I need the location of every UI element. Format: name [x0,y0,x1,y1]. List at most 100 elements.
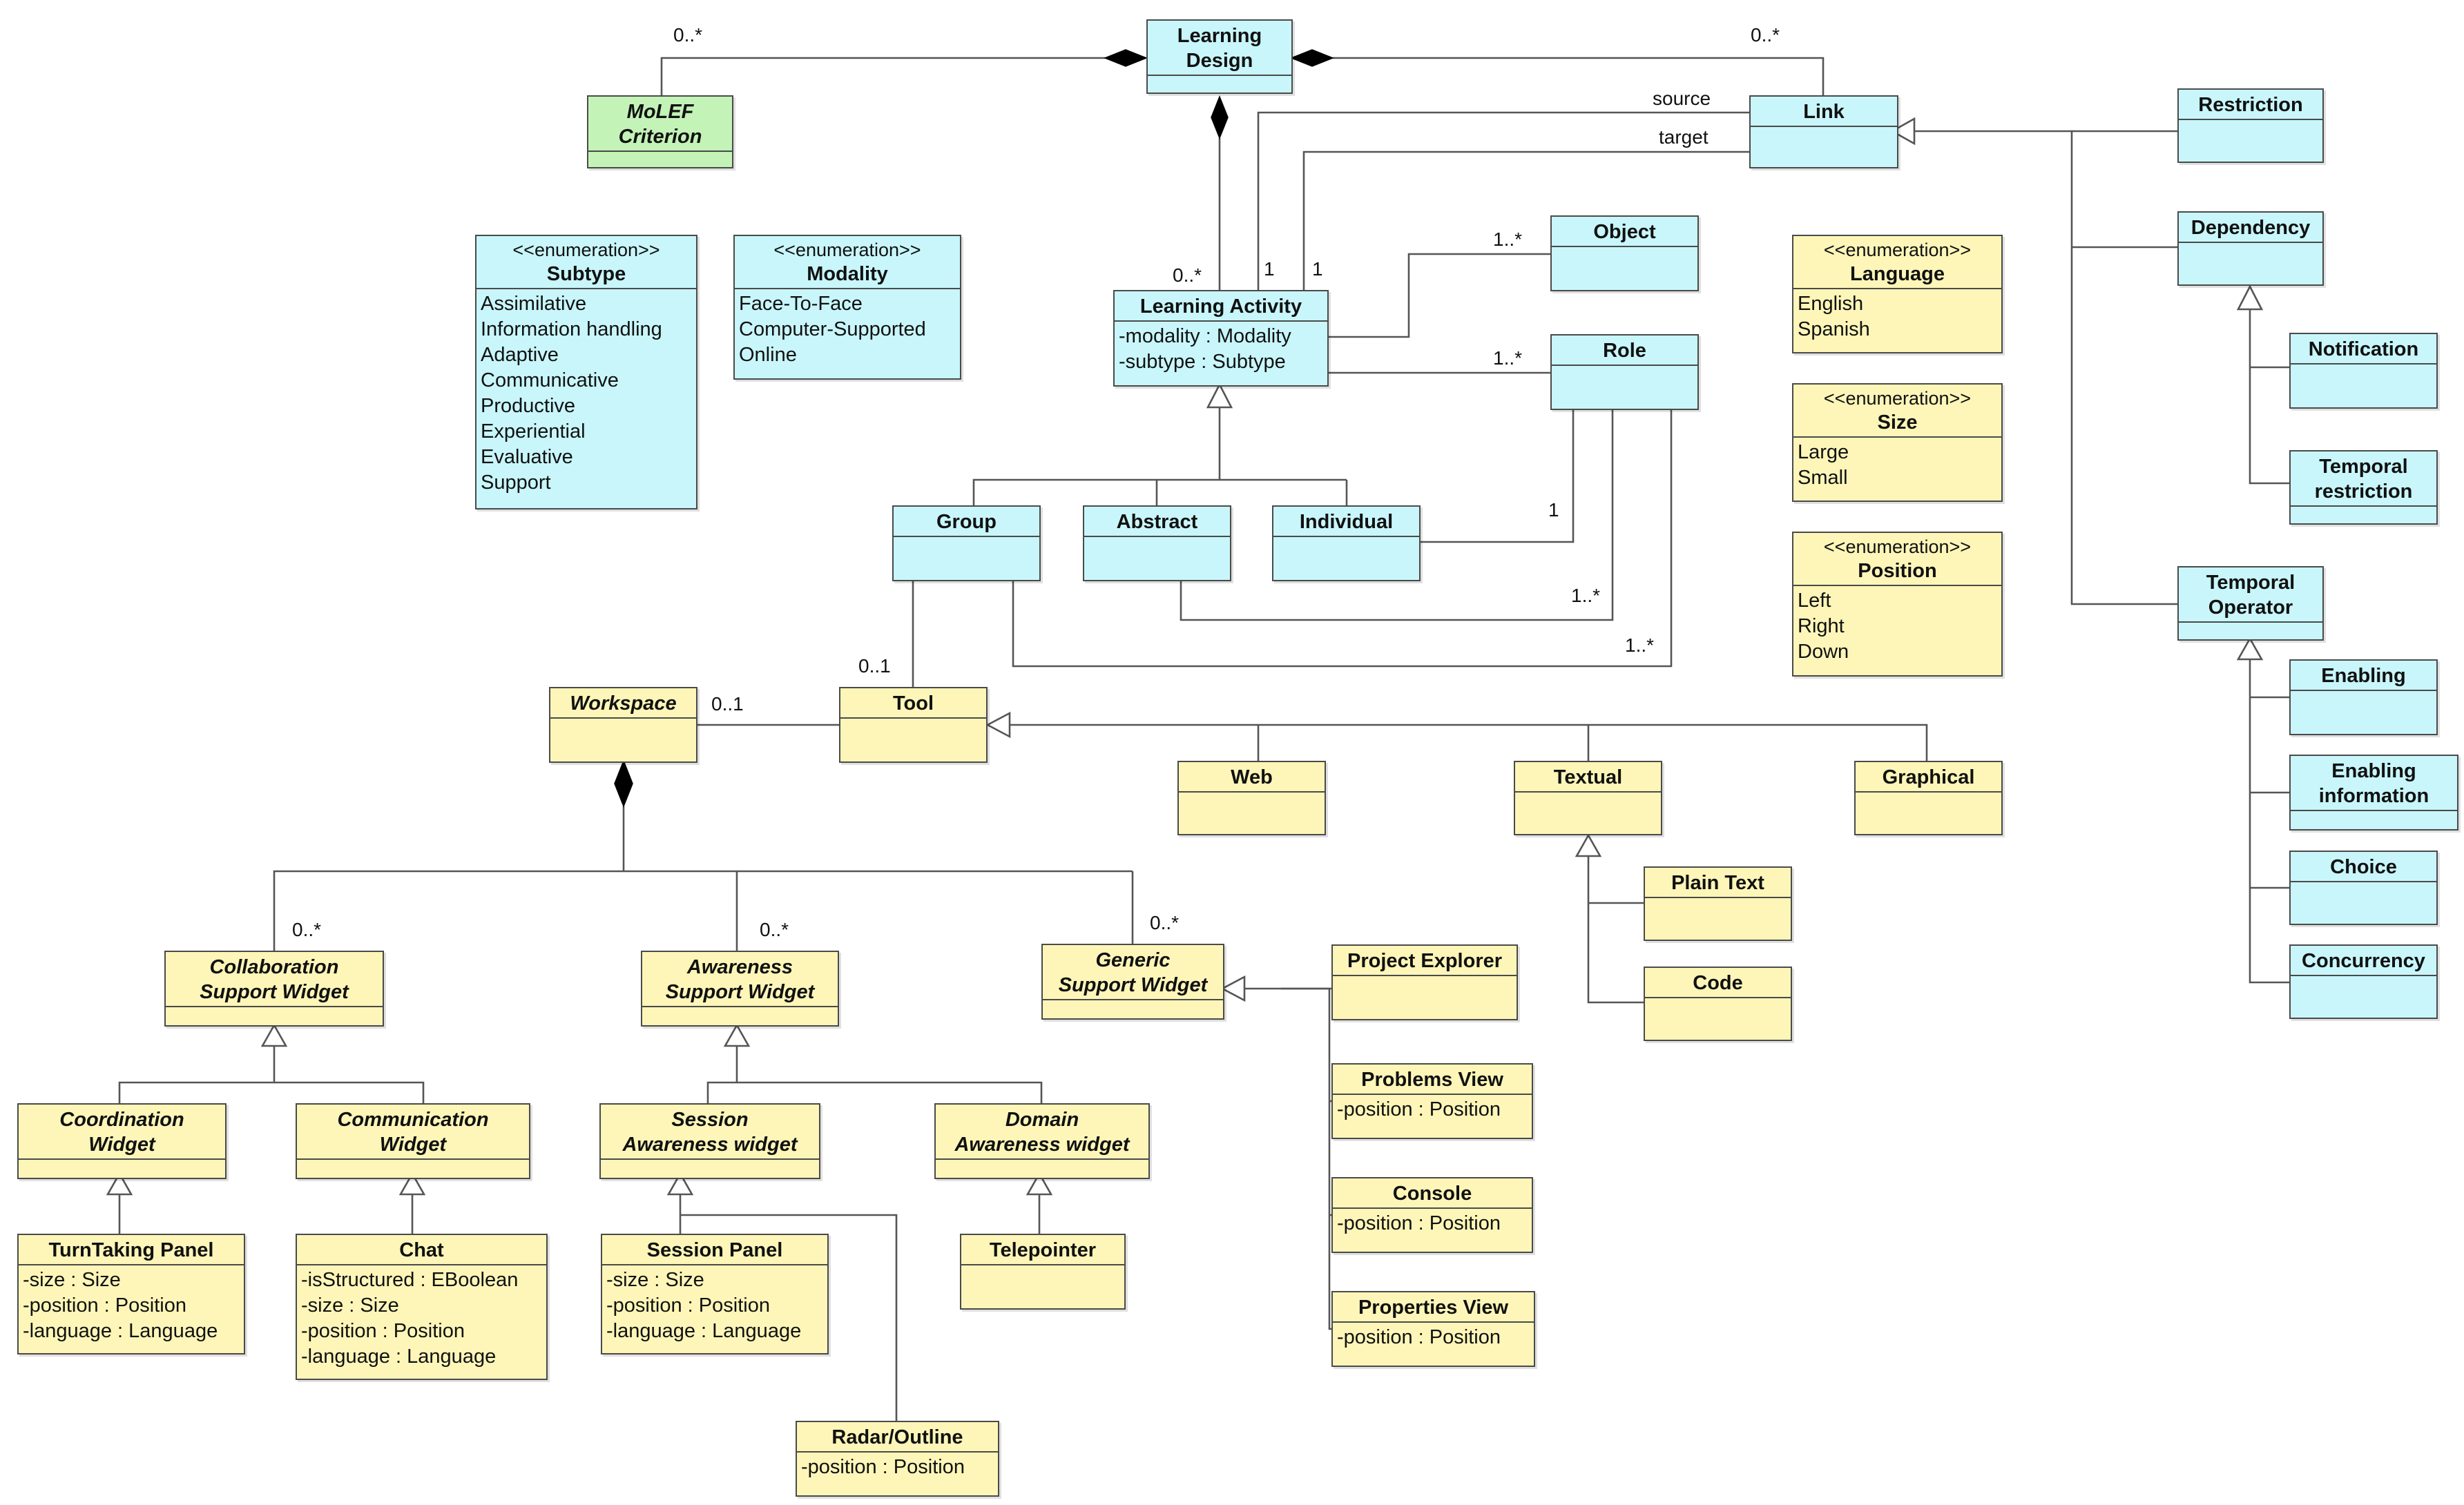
attribute: -position : Position [1337,1326,1501,1348]
class-abstract[interactable]: Abstract [1083,505,1231,581]
class-molef-criterion[interactable]: MoLEF Criterion [587,95,733,168]
enum-stereotype: <<enumeration>> [773,240,921,260]
multiplicity-label: 1..* [1493,347,1523,369]
enum-literal: Adaptive [481,344,559,366]
class-name: Awareness Support Widget [665,956,815,1003]
role-label-source: source [1653,88,1711,109]
class-tool[interactable]: Tool [839,687,988,763]
composition-diamond [614,759,633,808]
attribute: -position : Position [606,1294,770,1317]
class-name: Restriction [2198,94,2303,116]
class-textual[interactable]: Textual [1514,761,1662,835]
enum-literal: Experiential [481,420,586,443]
individual-role-line [1419,409,1575,543]
class-generic-support-widget[interactable]: Generic Support Widget [1041,944,1224,1020]
generalization-arrow [666,1172,694,1196]
textual-generalization-line [1587,856,1644,1004]
enum-language[interactable]: <<enumeration>>Language English Spanish [1792,235,2003,353]
composition-diamond [1103,49,1148,67]
class-restriction[interactable]: Restriction [2177,88,2324,163]
attribute: -size : Size [23,1269,121,1291]
class-workspace[interactable]: Workspace [549,687,697,763]
class-notification[interactable]: Notification [2289,333,2438,409]
class-enabling-information[interactable]: Enabling information [2289,755,2458,831]
class-group[interactable]: Group [892,505,1041,581]
class-object[interactable]: Object [1550,215,1699,291]
class-graphical[interactable]: Graphical [1854,761,2003,835]
class-name: Workspace [570,692,677,715]
dependency-generalization-line [2249,309,2289,485]
class-problems-view[interactable]: Problems View -position : Position [1331,1063,1533,1139]
class-name: Temporal restriction [2314,456,2413,503]
class-turntaking-panel[interactable]: TurnTaking Panel -size : Size -position … [17,1234,245,1354]
class-name: Properties View [1358,1297,1509,1319]
class-awareness-support-widget[interactable]: Awareness Support Widget [641,951,839,1027]
class-name: Group [936,511,997,533]
enum-literal: Productive [481,395,576,417]
class-telepointer[interactable]: Telepointer [960,1234,1126,1310]
enum-position[interactable]: <<enumeration>>Position Left Right Down [1792,532,2003,677]
class-code[interactable]: Code [1644,967,1792,1041]
class-temporal-operator[interactable]: Temporal Operator [2177,566,2324,641]
class-name: Code [1693,972,1743,994]
enum-literal: Right [1798,615,1845,637]
enum-literal: Evaluative [481,446,573,468]
enum-subtype[interactable]: <<enumeration>>Subtype Assimilative Info… [475,235,697,509]
class-console[interactable]: Console -position : Position [1331,1177,1533,1253]
class-project-explorer[interactable]: Project Explorer [1331,944,1518,1020]
enum-literal: Computer-Supported [739,318,926,340]
class-temporal-restriction[interactable]: Temporal restriction [2289,450,2438,525]
attribute: -size : Size [606,1269,704,1291]
class-session-panel[interactable]: Session Panel -size : Size -position : P… [601,1234,829,1354]
generalization-arrow [723,1023,751,1047]
class-collaboration-support-widget[interactable]: Collaboration Support Widget [164,951,384,1027]
class-radar-outline[interactable]: Radar/Outline -position : Position [796,1421,999,1497]
composition-diamond [1289,49,1335,67]
class-concurrency[interactable]: Concurrency [2289,944,2438,1019]
enum-literal: Left [1798,590,1831,612]
class-link[interactable]: Link [1749,95,1898,168]
class-name: Learning Design [1177,25,1262,72]
class-name: Textual [1553,766,1623,788]
enum-modality[interactable]: <<enumeration>>Modality Face-To-Face Com… [733,235,961,380]
enum-literal: Down [1798,641,1849,663]
class-name: Session Panel [646,1239,783,1261]
class-web[interactable]: Web [1177,761,1326,835]
attribute: -position : Position [1337,1098,1501,1120]
attribute: -position : Position [301,1320,465,1342]
generalization-arrow [1026,1172,1053,1196]
class-name: Dependency [2191,217,2311,239]
class-properties-view[interactable]: Properties View -position : Position [1331,1291,1535,1367]
generalization-arrow [1575,833,1602,857]
enum-literal: Support [481,472,551,494]
enum-stereotype: <<enumeration>> [1823,240,1972,260]
multiplicity-label: 0..1 [711,693,744,715]
class-session-awareness-widget[interactable]: Session Awareness widget [599,1103,820,1179]
multiplicity-label: 0..1 [858,655,891,677]
class-name: Web [1231,766,1273,788]
enum-stereotype: <<enumeration>> [512,240,660,260]
class-individual[interactable]: Individual [1272,505,1421,581]
multiplicity-label: 0..* [1751,24,1780,46]
class-plain-text[interactable]: Plain Text [1644,866,1792,941]
class-learning-design[interactable]: Learning Design [1146,19,1293,94]
class-name: Abstract [1116,511,1198,533]
class-domain-awareness-widget[interactable]: Domain Awareness widget [934,1103,1150,1179]
class-chat[interactable]: Chat -isStructured : EBoolean -size : Si… [296,1234,548,1380]
enum-literal: English [1798,293,1864,315]
class-learning-activity[interactable]: Learning Activity -modality : Modality -… [1113,290,1329,387]
class-name: Domain Awareness widget [954,1109,1130,1156]
enum-literal: Face-To-Face [739,293,863,315]
multiplicity-label: 0..* [1173,264,1202,286]
class-name: Communication Widget [337,1109,489,1156]
class-choice[interactable]: Choice [2289,851,2438,925]
enum-literal: Communicative [481,369,619,391]
class-role[interactable]: Role [1550,334,1699,410]
enum-size[interactable]: <<enumeration>>Size Large Small [1792,383,2003,502]
class-name: Coordination Widget [59,1109,184,1156]
class-communication-widget[interactable]: Communication Widget [296,1103,530,1179]
class-dependency[interactable]: Dependency [2177,211,2324,286]
class-coordination-widget[interactable]: Coordination Widget [17,1103,227,1179]
class-enabling[interactable]: Enabling [2289,659,2438,735]
ws-widgets-composition-line [273,806,625,951]
